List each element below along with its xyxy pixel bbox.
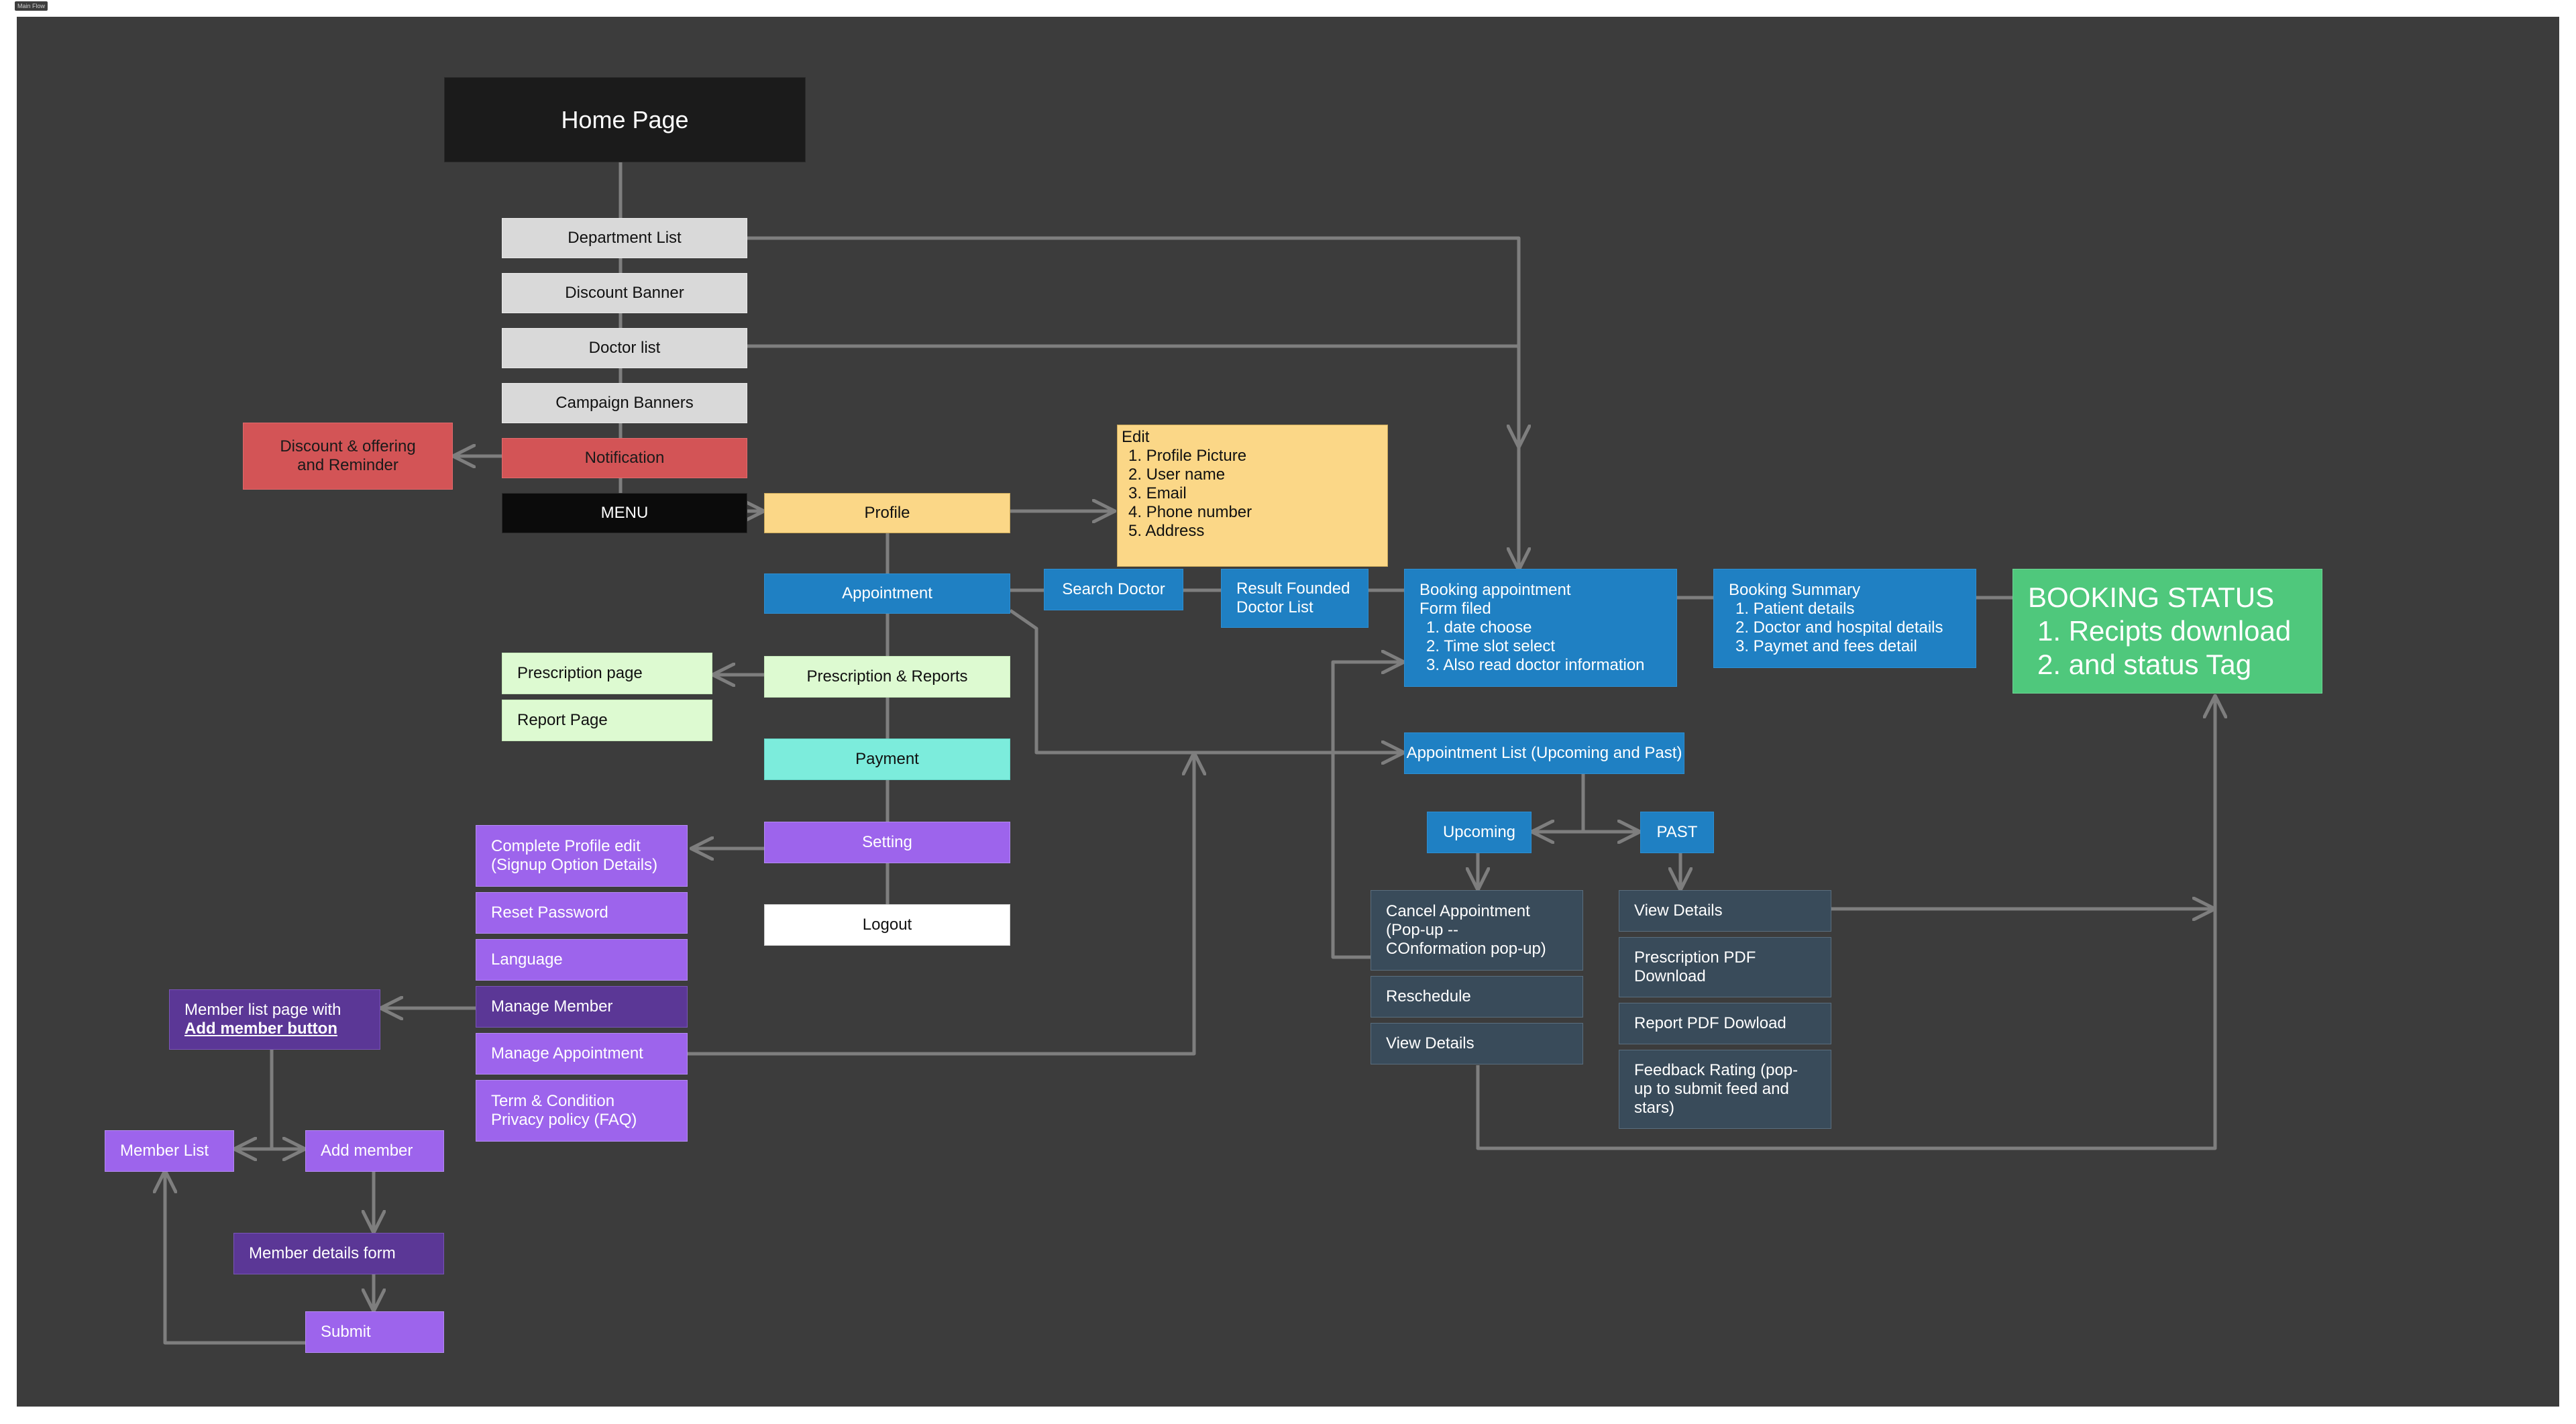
connector-upcoming-status bbox=[1476, 696, 2215, 1150]
reschedule-node: Reschedule bbox=[1371, 976, 1583, 1018]
terms-privacy-line: Privacy policy (FAQ) bbox=[491, 1111, 637, 1129]
cancel-appointment-line: (Pop-up -- bbox=[1386, 921, 1459, 939]
complete-profile-node: Complete Profile edit (Signup Option Det… bbox=[476, 825, 688, 887]
doctor-list-node: Doctor list bbox=[502, 328, 747, 368]
member-details-form-node: Member details form bbox=[233, 1233, 444, 1274]
payment-node: Payment bbox=[764, 738, 1010, 780]
profile-node: Profile bbox=[764, 493, 1010, 533]
prescription-reports-node: Prescription & Reports bbox=[764, 656, 1010, 698]
complete-profile-line: (Signup Option Details) bbox=[491, 856, 658, 874]
connector-appointment-list bbox=[1009, 608, 1404, 753]
booking-summary-item: 2. Doctor and hospital details bbox=[1735, 618, 1943, 637]
booking-appointment-item: 3. Also read doctor information bbox=[1426, 656, 1645, 674]
booking-status-node: BOOKING STATUS 1. Recipts download 2. an… bbox=[2012, 569, 2322, 694]
booking-appointment-subtitle: Form filed bbox=[1419, 600, 1491, 618]
booking-appointment-node: Booking appointment Form filed 1. date c… bbox=[1404, 569, 1677, 687]
booking-status-item: 1. Recipts download bbox=[2037, 615, 2292, 647]
edit-note-item: 5. Address bbox=[1128, 522, 1205, 540]
prescription-pdf-line: Download bbox=[1634, 967, 1706, 985]
result-founded-line-2: Doctor List bbox=[1236, 598, 1313, 616]
booking-appointment-item: 1. date choose bbox=[1426, 618, 1532, 637]
upcoming-node: Upcoming bbox=[1427, 812, 1532, 853]
member-list-page-node: Member list page with Add member button bbox=[169, 989, 380, 1050]
diagram-canvas: Home Page Department List Discount Banne… bbox=[17, 17, 2559, 1407]
terms-privacy-node: Term & Condition Privacy policy (FAQ) bbox=[476, 1080, 688, 1142]
booking-appointment-item: 2. Time slot select bbox=[1426, 637, 1556, 655]
view-details-past-node: View Details bbox=[1619, 890, 1831, 932]
home-page-node: Home Page bbox=[444, 77, 806, 162]
report-page-node: Report Page bbox=[502, 700, 712, 741]
past-node: PAST bbox=[1640, 812, 1714, 853]
campaign-banners-node: Campaign Banners bbox=[502, 383, 747, 423]
discount-offering-line-2: and Reminder bbox=[297, 456, 398, 474]
booking-summary-item: 1. Patient details bbox=[1735, 600, 1855, 618]
cancel-appointment-line: Cancel Appointment bbox=[1386, 902, 1530, 920]
booking-summary-item: 3. Paymet and fees detail bbox=[1735, 637, 1917, 655]
feedback-rating-node: Feedback Rating (pop- up to submit feed … bbox=[1619, 1050, 1831, 1129]
edit-note-item: 3. Email bbox=[1128, 484, 1187, 502]
connector-layer bbox=[17, 162, 2559, 1345]
add-member-node: Add member bbox=[305, 1130, 444, 1172]
prescription-pdf-line: Prescription PDF bbox=[1634, 948, 1756, 967]
add-member-button-label: Add member button bbox=[184, 1020, 337, 1038]
booking-appointment-title: Booking appointment bbox=[1419, 581, 1571, 599]
feedback-rating-line: Feedback Rating (pop- bbox=[1634, 1061, 1799, 1079]
booking-status-item: 2. and status Tag bbox=[2037, 649, 2252, 680]
complete-profile-line: Complete Profile edit bbox=[491, 837, 641, 855]
edit-note-item: 1. Profile Picture bbox=[1128, 447, 1247, 465]
feedback-rating-line: stars) bbox=[1634, 1099, 1674, 1117]
language-node: Language bbox=[476, 939, 688, 981]
logout-node: Logout bbox=[764, 904, 1010, 946]
manage-appointment-node: Manage Appointment bbox=[476, 1033, 688, 1075]
report-pdf-node: Report PDF Dowload bbox=[1619, 1003, 1831, 1044]
discount-offering-node: Discount & offering and Reminder bbox=[243, 423, 453, 490]
booking-summary-node: Booking Summary 1. Patient details 2. Do… bbox=[1713, 569, 1976, 668]
appointment-list-node: Appointment List (Upcoming and Past) bbox=[1404, 732, 1684, 774]
discount-offering-line-1: Discount & offering bbox=[280, 437, 416, 455]
cancel-appointment-line: COnformation pop-up) bbox=[1386, 940, 1546, 958]
booking-status-title: BOOKING STATUS bbox=[2028, 582, 2275, 613]
edit-note-item: 2. User name bbox=[1128, 465, 1226, 484]
search-doctor-node: Search Doctor bbox=[1044, 569, 1183, 610]
reset-password-node: Reset Password bbox=[476, 892, 688, 934]
prescription-pdf-node: Prescription PDF Download bbox=[1619, 937, 1831, 997]
prescription-page-node: Prescription page bbox=[502, 653, 712, 694]
booking-summary-title: Booking Summary bbox=[1729, 581, 1861, 599]
view-details-upcoming-node: View Details bbox=[1371, 1023, 1583, 1064]
connector-department-booking bbox=[746, 236, 1519, 570]
result-founded-node: Result Founded Doctor List bbox=[1221, 569, 1368, 628]
department-list-node: Department List bbox=[502, 218, 747, 258]
frame-label: Main Flow bbox=[15, 1, 48, 11]
menu-node: MENU bbox=[502, 493, 747, 533]
member-list-page-line: Member list page with bbox=[184, 1001, 341, 1019]
notification-node: Notification bbox=[502, 438, 747, 478]
setting-node: Setting bbox=[764, 822, 1010, 863]
edit-note-item: 4. Phone number bbox=[1128, 503, 1252, 521]
connector-manage-appointment bbox=[687, 753, 1194, 1056]
cancel-appointment-node: Cancel Appointment (Pop-up -- COnformati… bbox=[1371, 890, 1583, 971]
terms-privacy-line: Term & Condition bbox=[491, 1092, 615, 1110]
appointment-node: Appointment bbox=[764, 573, 1010, 614]
submit-node: Submit bbox=[305, 1311, 444, 1353]
edit-note-title: Edit bbox=[1122, 428, 1150, 446]
result-founded-line-1: Result Founded bbox=[1236, 580, 1350, 598]
edit-note: Edit 1. Profile Picture 2. User name 3. … bbox=[1117, 425, 1388, 567]
member-list-node: Member List bbox=[105, 1130, 234, 1172]
feedback-rating-line: up to submit feed and bbox=[1634, 1080, 1789, 1098]
connector-cancel-booking bbox=[1331, 662, 1404, 959]
manage-member-node: Manage Member bbox=[476, 986, 688, 1028]
connector-submit-list bbox=[165, 1170, 305, 1345]
discount-banner-node: Discount Banner bbox=[502, 273, 747, 313]
